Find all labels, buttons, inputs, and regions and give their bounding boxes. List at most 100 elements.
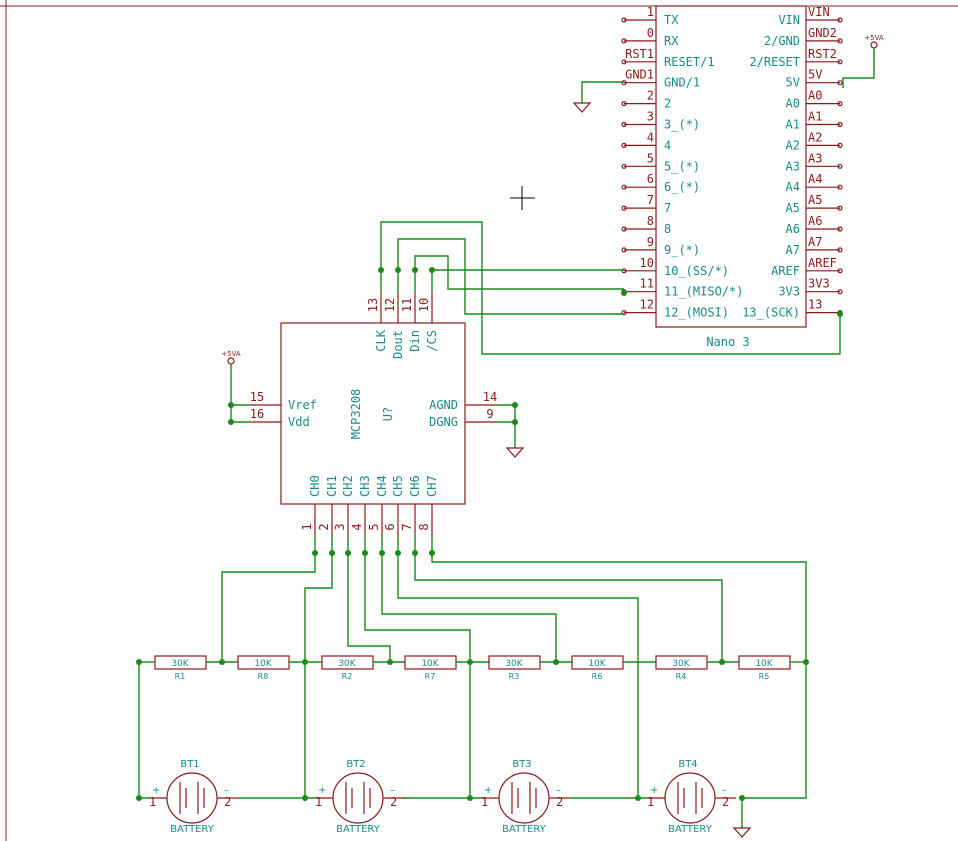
resistor-value: 10K (588, 659, 606, 669)
battery-value: BATTERY (668, 824, 713, 835)
adc-pin-name: CLK (374, 329, 388, 351)
nano-pin-left-5[interactable]: 33_(*) (621, 110, 700, 132)
nano-pin-right-12[interactable]: AREF AREF (771, 256, 843, 278)
nano-pin-left-6[interactable]: 44 (621, 130, 671, 152)
nano-pin-left-9[interactable]: 77 (621, 193, 671, 215)
nano-pin-left-11[interactable]: 99_(*) (621, 235, 700, 257)
ground-symbol-icon (572, 102, 592, 113)
nano-pin-name: 8 (664, 222, 671, 236)
nano-pin-name: AREF (771, 264, 800, 278)
nano-pin-name: RX (664, 34, 679, 48)
adc-pin-top-3[interactable]: 10/CS (417, 292, 439, 352)
nano-3-module[interactable]: Nano 3 1TX0RXRST1RESET/1GND1GND/12233_(*… (621, 5, 843, 349)
resistor-ref: R4 (676, 672, 687, 681)
channel-wires (221, 536, 807, 798)
adc-pin-name: Vdd (288, 415, 310, 429)
battery-plus: + (318, 785, 326, 796)
nano-pin-left-8[interactable]: 66_(*) (621, 172, 700, 194)
nano-pin-left-10[interactable]: 88 (621, 214, 671, 236)
nano-pin-number: A7 (808, 235, 822, 249)
nano-pin-left-0[interactable]: 1TX (621, 5, 679, 27)
battery-ref: BT3 (512, 759, 531, 770)
adc-pin-name: CH7 (425, 475, 439, 497)
nano-pin-number: 13 (808, 298, 822, 312)
battery-pin1: 1 (481, 795, 488, 809)
battery-value: BATTERY (502, 824, 547, 835)
adc-pin-number: 7 (400, 523, 414, 530)
nano-pin-left-1[interactable]: 0RX (621, 26, 679, 48)
resistor-value: 30K (171, 659, 189, 669)
nano-pin-number: 1 (647, 5, 654, 19)
nano-pin-left-4[interactable]: 22 (621, 89, 671, 111)
resistor-ref: R3 (509, 672, 520, 681)
nano-pin-name: RESET/1 (664, 55, 715, 69)
nano-pin-left-7[interactable]: 55_(*) (621, 151, 700, 173)
resistor-ref: R6 (592, 672, 603, 681)
nano-pin-number: 8 (647, 214, 654, 228)
resistor-value: 10K (254, 659, 272, 669)
nano-pin-number: A5 (808, 193, 822, 207)
battery-pin2: 2 (390, 795, 397, 809)
resistor-value: 30K (672, 659, 690, 669)
nano-pin-name: GND/1 (664, 76, 700, 90)
nano-pin-number: 11 (640, 277, 654, 291)
adc-pin-name: CH1 (325, 475, 339, 497)
battery-ref: BT4 (678, 759, 697, 770)
nano-pin-number: AREF (808, 256, 837, 270)
battery-minus: – (390, 785, 395, 796)
adc-pin-number: 15 (250, 390, 264, 404)
nano-pin-number: 9 (647, 235, 654, 249)
battery-ref: BT1 (180, 759, 199, 770)
battery-pin2: 2 (224, 795, 231, 809)
